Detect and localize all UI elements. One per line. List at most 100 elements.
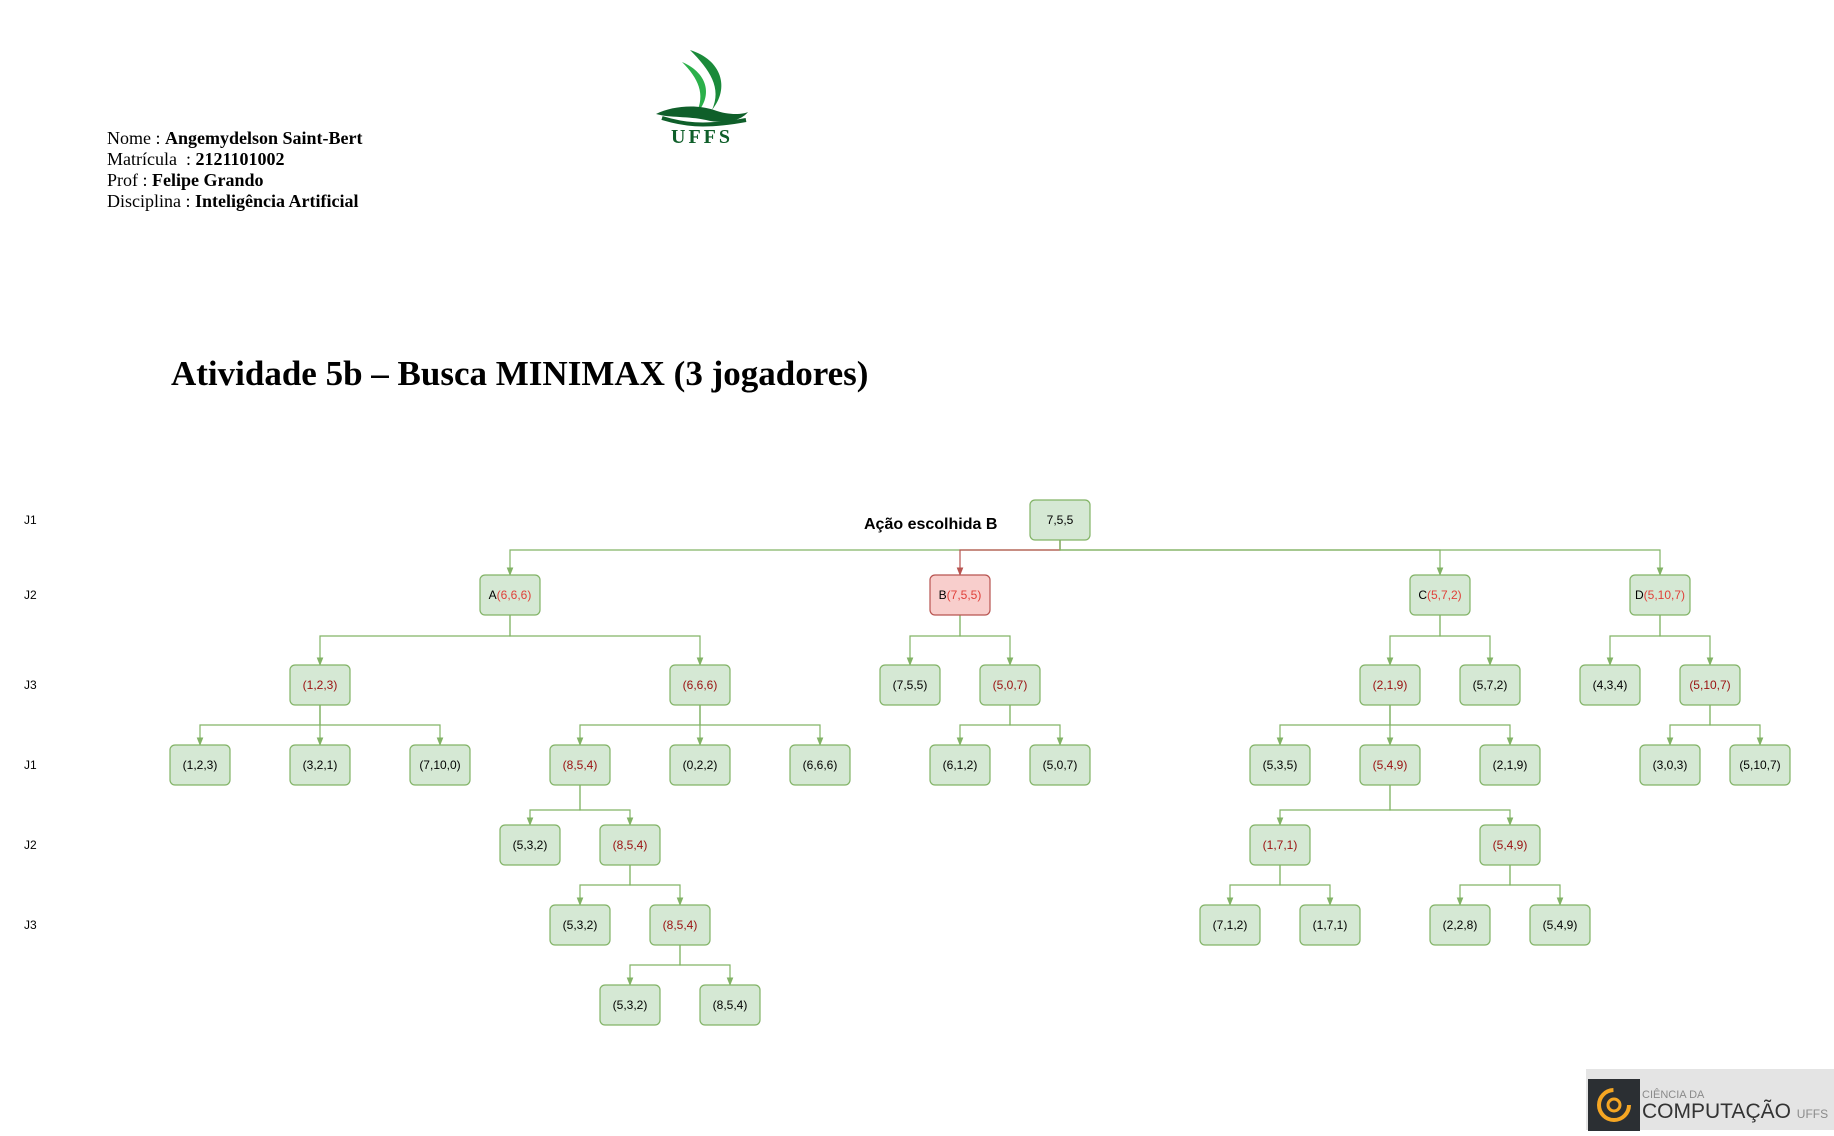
tree-node-box [1029, 744, 1091, 786]
tree-edge [956, 540, 1061, 576]
tree-node-label: (5,3,2) [513, 838, 548, 852]
tree-edge [1709, 705, 1764, 746]
tree-node: (3,2,1) [289, 744, 351, 786]
tree-node-box [169, 744, 231, 786]
tree-node-box [699, 984, 761, 1026]
tree-node: (5,7,2) [1459, 664, 1521, 706]
tree-node: (7,10,0) [409, 744, 471, 786]
tree-node: (4,3,4) [1579, 664, 1641, 706]
tree-node-box [1629, 574, 1691, 616]
tree-node-box [929, 744, 991, 786]
tree-node-label: (1,2,3) [303, 678, 338, 692]
tree-node-label: (7,5,5) [893, 678, 928, 692]
tree-node: (8,5,4) [599, 824, 661, 866]
tree-node-label: (1,7,1) [1263, 838, 1298, 852]
tree-node-box [289, 744, 351, 786]
tree-node-label: (5,4,9) [1493, 838, 1528, 852]
tree-edge [959, 615, 1014, 666]
tree-edge [319, 705, 444, 746]
tree-edge [196, 705, 321, 746]
tree-edge [1509, 865, 1564, 906]
tree-node-label: (5,10,7) [1689, 678, 1730, 692]
tree-node: D(5,10,7) [1629, 574, 1691, 616]
tree-node-label: (7,10,0) [419, 758, 460, 772]
tree-node-label: (8,5,4) [713, 998, 748, 1012]
level-label: J3 [24, 678, 37, 692]
tree-node-box [409, 744, 471, 786]
tree-node-box [1459, 664, 1521, 706]
tree-edge [506, 540, 1061, 576]
nome-row: Nome : Angemydelson Saint-Bert [107, 128, 363, 148]
tree-node-box [979, 664, 1041, 706]
tree-node-box [1359, 744, 1421, 786]
tree-node-label: (5,3,2) [563, 918, 598, 932]
tree-node: 7,5,5 [1029, 499, 1091, 541]
tree-edge [1059, 540, 1444, 576]
tree-edge [679, 945, 734, 986]
uffs-logo: UFFS [656, 50, 748, 148]
tree-node-label: B(7,5,5) [939, 588, 982, 602]
badge-line1: CIÊNCIA DA [1642, 1089, 1705, 1101]
level-label: J3 [24, 918, 37, 932]
tree-node-label: C(5,7,2) [1418, 588, 1461, 602]
tree-node-label: (2,1,9) [1373, 678, 1408, 692]
page-title: Atividade 5b – Busca MINIMAX (3 jogadore… [171, 354, 869, 393]
tree-edge [1059, 540, 1664, 576]
tree-node-box [1639, 744, 1701, 786]
tree-node: (5,3,2) [599, 984, 661, 1026]
prof-row: Prof : Felipe Grando [107, 170, 264, 190]
tree-node-label: (8,5,4) [613, 838, 648, 852]
tree-node-box [649, 904, 711, 946]
tree-node-label: (0,2,2) [683, 758, 718, 772]
tree-node: (2,1,9) [1479, 744, 1541, 786]
level-label: J2 [24, 838, 37, 852]
level-label: J2 [24, 588, 37, 602]
tree-edge [1456, 865, 1511, 906]
tree-node-label: (5,7,2) [1473, 678, 1508, 692]
tree-node: (3,0,3) [1639, 744, 1701, 786]
tree-edge [576, 865, 631, 906]
tree-node: (8,5,4) [649, 904, 711, 946]
tree-node: (8,5,4) [549, 744, 611, 786]
tree-edge [1226, 865, 1281, 906]
tree-node: (5,10,7) [1679, 664, 1741, 706]
tree-edge [1276, 785, 1391, 826]
tree-node-box [669, 664, 731, 706]
tree-edge [1279, 865, 1334, 906]
tree-node: C(5,7,2) [1409, 574, 1471, 616]
tree-node: (7,5,5) [879, 664, 941, 706]
tree-node-label: (8,5,4) [563, 758, 598, 772]
prof-value: Felipe Grando [152, 170, 264, 190]
tree-node: (2,1,9) [1359, 664, 1421, 706]
tree-node-label: (5,0,7) [1043, 758, 1078, 772]
tree-node: (8,5,4) [699, 984, 761, 1026]
tree-node-box [499, 824, 561, 866]
tree-node-box [1479, 744, 1541, 786]
tree-node-label: (5,10,7) [1739, 758, 1780, 772]
tree-node-label: A(6,6,6) [489, 588, 532, 602]
tree-node-label: (3,2,1) [303, 758, 338, 772]
tree-node-box [879, 664, 941, 706]
logo-text: UFFS [671, 126, 733, 148]
tree-node-box [479, 574, 541, 616]
tree-node-label: (4,3,4) [1593, 678, 1628, 692]
tree-node-label: (5,4,9) [1543, 918, 1578, 932]
cc-logo-icon [1588, 1079, 1640, 1131]
tree-node-label: 7,5,5 [1047, 513, 1074, 527]
tree-edge [576, 705, 701, 746]
tree-node-box [1529, 904, 1591, 946]
matricula-row: Matrícula : 2121101002 [107, 149, 285, 169]
tree-node: (1,7,1) [1299, 904, 1361, 946]
tree-node-box [1199, 904, 1261, 946]
tree-node-box [1409, 574, 1471, 616]
tree-node-label: (8,5,4) [663, 918, 698, 932]
chosen-action-label: Ação escolhida B [864, 516, 998, 533]
tree-node-label: (5,0,7) [993, 678, 1028, 692]
tree-node-selected: B(7,5,5) [929, 574, 991, 616]
tree-node-label: (3,0,3) [1653, 758, 1688, 772]
tree-edge [1389, 705, 1514, 746]
disciplina-row: Disciplina : Inteligência Artificial [107, 191, 359, 211]
tree-node: (5,4,9) [1359, 744, 1421, 786]
tree-node: (0,2,2) [669, 744, 731, 786]
